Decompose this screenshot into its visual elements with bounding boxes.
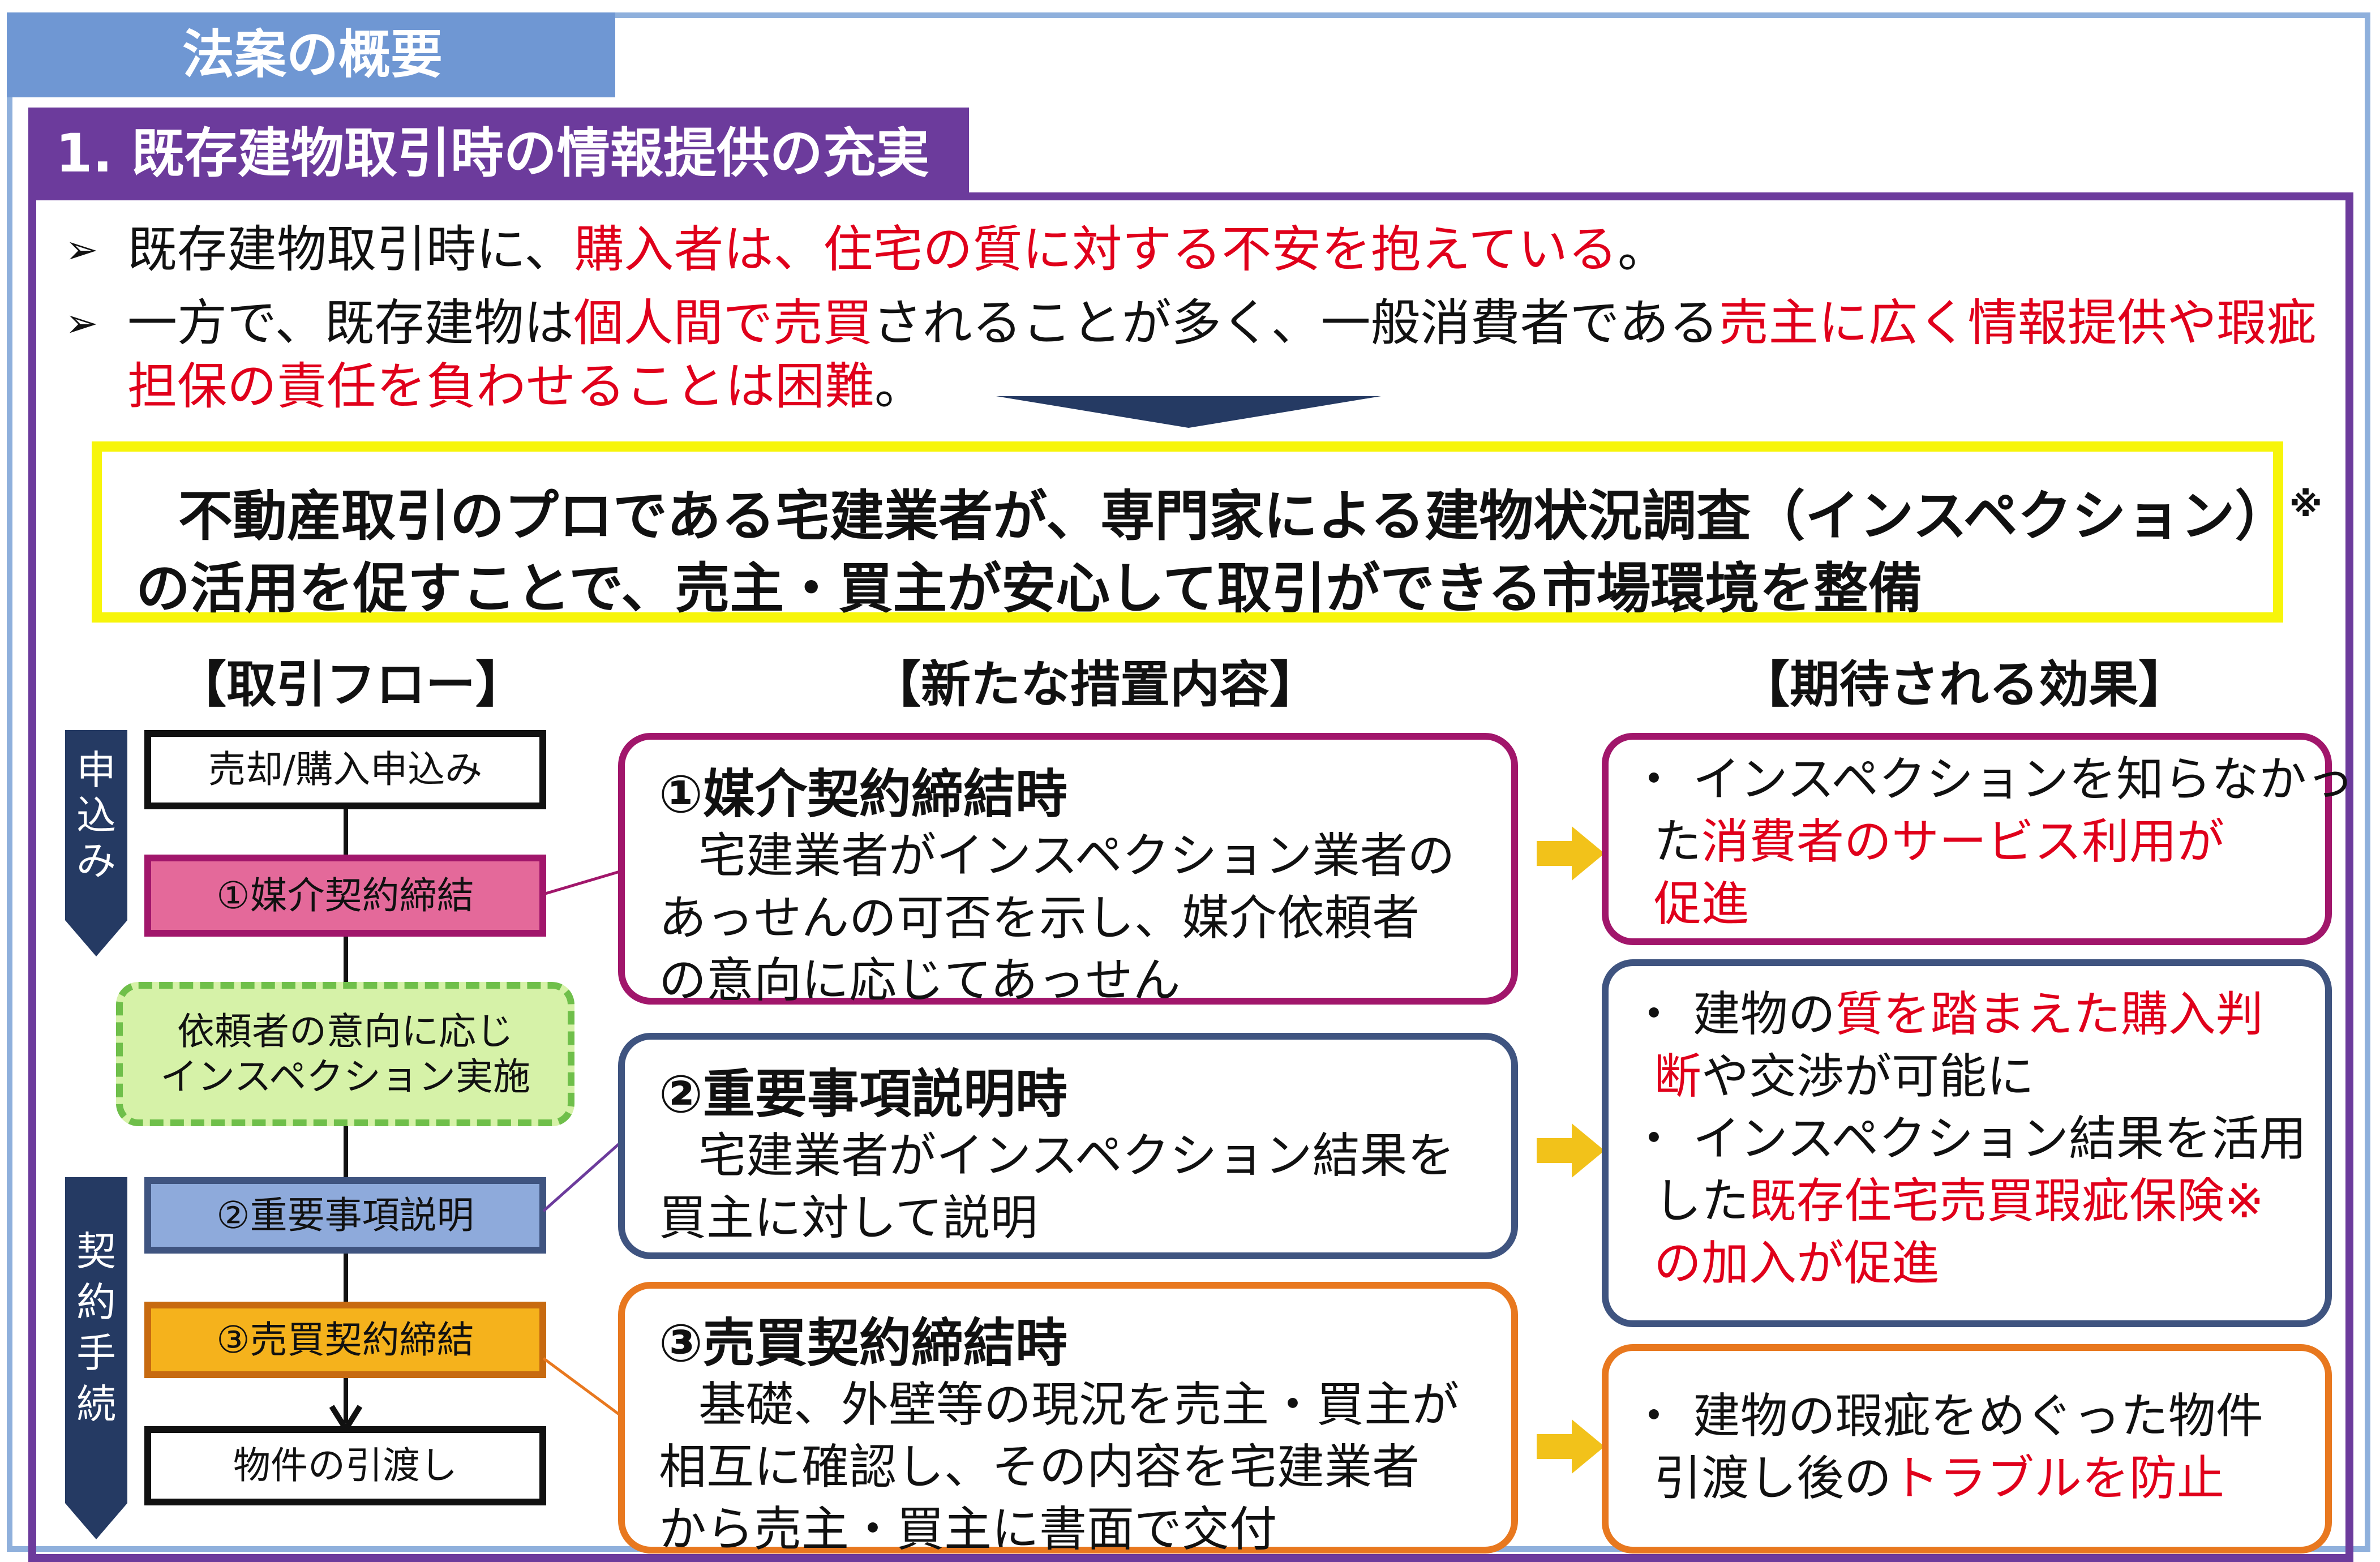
body-text: 。 [874, 357, 925, 415]
side-label-char: 続 [76, 1381, 116, 1427]
side-label-char: 込 [76, 792, 116, 839]
highlight-text: 質を踏まえた購入判 [1835, 986, 2263, 1042]
bullet-text: 既存建物取引時に、購入者は、住宅の質に対する不安を抱えている。 [127, 218, 1667, 281]
flow-step-handover: 物件の引渡し [144, 1426, 546, 1505]
body-text: 引渡し後の [1654, 1451, 1892, 1506]
flow-connector [344, 1254, 348, 1304]
bullet-line: 担保の責任を負わせることは困難。 [127, 355, 2317, 418]
effect-prevent-trouble: ・ 建物の瑕疵をめぐった物件引渡し後のトラブルを防止 [1602, 1344, 2332, 1554]
effect-line: ・ 建物の瑕疵をめぐった物件 [1630, 1385, 2263, 1447]
flow-connector [344, 937, 348, 982]
bullet-line: 既存建物取引時に、購入者は、住宅の質に対する不安を抱えている。 [127, 218, 1667, 281]
highlight-text: の加入が促進 [1654, 1235, 1940, 1291]
summary-line-2: の活用を促すことで、売主・買主が安心して取引ができる市場環境を整備 [136, 557, 1923, 620]
highlight-text: 促進 [1654, 876, 1749, 932]
body-text: ・ インスペクションを知らなかっ [1630, 752, 2355, 807]
effect-line: 断や交渉が可能に [1654, 1045, 2034, 1108]
side-label-application: 申込み [65, 730, 127, 956]
summary-box: 不動産取引のプロである宅建業者が、専門家による建物状況調査（インスペクション）※… [92, 441, 2322, 623]
body-text: や交渉が可能に [1701, 1049, 2035, 1104]
highlight-text: 断 [1654, 1049, 1702, 1104]
measure-body: 宅建業者がインスペクション結果を 買主に対して説明 [659, 1128, 1455, 1246]
measures-column-heading: 【新たな措置内容】 [870, 655, 1319, 714]
flow-connector [344, 809, 348, 855]
summary-note-mark: ※ [2289, 485, 2322, 525]
summary-line-1: 不動産取引のプロである宅建業者が、専門家による建物状況調査（インスペクション） [178, 484, 2289, 548]
flow-step-brokerage-contract: ①媒介契約締結 [144, 855, 546, 937]
flow-step-explanation: ②重要事項説明 [144, 1177, 546, 1254]
flow-step-sales-contract: ③売買契約締結 [144, 1302, 546, 1378]
effect-informed-purchase: ・ 建物の質を踏まえた購入判断や交渉が可能に・ インスペクション結果を活用した既… [1602, 959, 2332, 1327]
down-arrow-icon [996, 396, 1381, 428]
flow-connector [344, 1126, 348, 1177]
side-label-char: 契 [76, 1228, 116, 1275]
arrowhead-bullet-icon: ➢ [65, 300, 98, 346]
flow-step-purchase-application: 売却/購入申込み [144, 730, 546, 809]
highlight-text: ※ [2224, 1173, 2265, 1229]
body-text: ・ 建物の [1630, 986, 1836, 1042]
effect-line: ・ 建物の質を踏まえた購入判 [1630, 983, 2263, 1045]
measure-connectors [543, 870, 621, 1417]
side-label-char: み [76, 838, 116, 884]
arrowhead-bullet-icon: ➢ [65, 226, 98, 273]
side-label-char: 約 [76, 1279, 116, 1325]
highlight-text: トラブルを防止 [1892, 1451, 2225, 1506]
side-label-char: 申 [76, 747, 116, 793]
flow-column-heading: 【取引フロー】 [176, 655, 525, 714]
body-text: 一方で、既存建物は [127, 294, 574, 352]
highlight-text: 購入者は、住宅の質に対する不安を抱えている [574, 220, 1618, 278]
measure-brokerage-contract: ①媒介契約締結時 宅建業者がインスペクション業者の あっせんの可否を示し、媒介依… [618, 733, 1518, 1008]
right-arrow-icon [1537, 1123, 1605, 1178]
effect-line: ・ インスペクション結果を活用 [1630, 1108, 2306, 1170]
highlight-text: 消費者のサービス利用が [1701, 814, 2225, 869]
body-text: た [1654, 814, 1702, 869]
body-text: 。 [1617, 220, 1667, 278]
bullet-line: 一方で、既存建物は個人間で売買されることが多く、一般消費者である売主に広く情報提… [127, 291, 2317, 355]
effect-line: 引渡し後のトラブルを防止 [1654, 1447, 2224, 1509]
right-arrow-icon [1537, 1419, 1605, 1474]
highlight-text: 担保の責任を負わせることは困難 [127, 357, 875, 415]
effect-line: ・ インスペクションを知らなかっ [1630, 748, 2354, 810]
measure-body: 基礎、外壁等の現況を売主・買主が 相互に確認し、その内容を宅建業者 から売主・買… [659, 1377, 1460, 1557]
right-arrow-icon [1537, 826, 1605, 881]
body-text: ・ 建物の瑕疵をめぐった物件 [1630, 1388, 2263, 1444]
side-label-contract: 契約手続 [65, 1177, 127, 1539]
flow-connector [344, 1378, 348, 1423]
effect-line: 促進 [1654, 873, 1749, 935]
effect-line: した既存住宅売買瑕疵保険※ [1654, 1170, 2264, 1232]
section-title: 1. 既存建物取引時の情報提供の充実 [28, 108, 969, 200]
effects-column-heading: 【期待される効果】 [1739, 655, 2188, 714]
side-label-char: 手 [76, 1330, 116, 1376]
highlight-text: 既存住宅売買瑕疵保険 [1749, 1173, 2225, 1229]
body-text: した [1654, 1173, 1749, 1229]
effect-line: た消費者のサービス利用が [1654, 810, 2224, 873]
body-text: されることが多く、一般消費者である [872, 294, 1719, 352]
highlight-text: 個人間で売買 [573, 294, 873, 352]
highlight-text: 売主に広く情報提供や瑕疵 [1718, 294, 2317, 352]
measure-body: 宅建業者がインスペクション業者の あっせんの可否を示し、媒介依頼者 の意向に応じ… [659, 828, 1455, 1008]
body-text: ・ インスペクション結果を活用 [1630, 1111, 2307, 1166]
body-text: 既存建物取引時に、 [127, 220, 574, 278]
flow-step-inspection: 依頼者の意向に応じ インスペクション実施 [116, 982, 574, 1126]
effect-service-use: ・ インスペクションを知らなかった消費者のサービス利用が促進 [1602, 733, 2354, 945]
measure-sales-contract: ③売買契約締結時 基礎、外壁等の現況を売主・買主が 相互に確認し、その内容を宅建… [618, 1282, 1518, 1557]
measure-explanation: ②重要事項説明時 宅建業者がインスペクション結果を 買主に対して説明 [618, 1033, 1518, 1259]
effect-line: の加入が促進 [1654, 1232, 1939, 1294]
bullet-text: 一方で、既存建物は個人間で売買されることが多く、一般消費者である売主に広く情報提… [127, 291, 2317, 418]
overview-tab: 法案の概要 [7, 12, 615, 97]
